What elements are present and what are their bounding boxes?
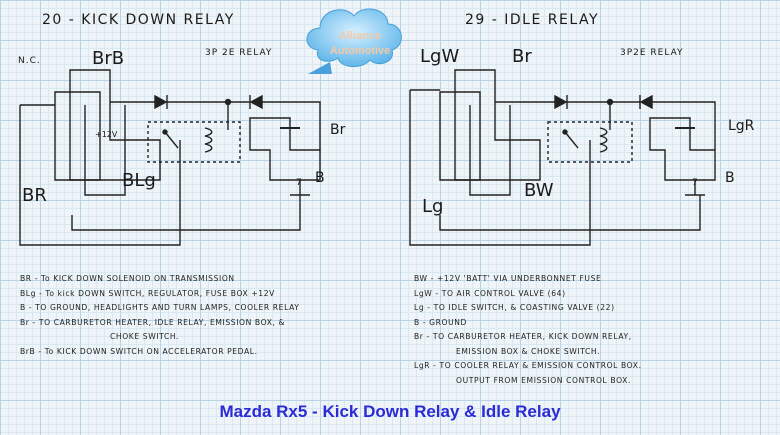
brb-wire-label: BrB bbox=[92, 48, 125, 69]
alliance-automotive-logo bbox=[306, 8, 402, 74]
br-wire-label-left: Br bbox=[330, 122, 346, 138]
note-b: B - TO GROUND, HEADLIGHTS AND TURN LAMPS… bbox=[20, 303, 300, 312]
kick-down-relay-diagram bbox=[19, 69, 321, 246]
diagram-caption: Mazda Rx5 - Kick Down Relay & Idle Relay bbox=[219, 402, 561, 421]
br-caps-wire-label: BR bbox=[22, 185, 47, 206]
ground-b-label-left: B bbox=[315, 170, 325, 186]
note-bw: BW - +12V 'BATT' VIA UNDERBONNET FUSE bbox=[414, 274, 602, 283]
blg-wire-label: BLg bbox=[122, 170, 156, 191]
nc-label: N.C. bbox=[18, 56, 41, 66]
br-wire-label-right: Br bbox=[512, 46, 532, 67]
idle-relay-type: 3P2E RELAY bbox=[620, 48, 684, 58]
idle-relay-diagram bbox=[409, 69, 716, 246]
kick-down-relay-title: 20 - KICK DOWN RELAY bbox=[42, 12, 235, 28]
note-br-right-cont: EMISSION BOX & CHOKE SWITCH. bbox=[456, 346, 601, 356]
plus-12v-label: +12V bbox=[95, 130, 118, 139]
note-br: BR - To KICK DOWN SOLENOID ON TRANSMISSI… bbox=[20, 274, 235, 283]
logo-line-1: Alliance bbox=[338, 30, 382, 42]
lgw-wire-label: LgW bbox=[420, 46, 460, 67]
note-br-right: Br - TO CARBURETOR HEATER, KICK DOWN REL… bbox=[414, 332, 632, 341]
note-blg: BLg - To kick DOWN SWITCH, REGULATOR, FU… bbox=[20, 288, 275, 298]
note-br-cont: CHOKE SWITCH. bbox=[110, 332, 180, 341]
note-lgr: LgR - TO COOLER RELAY & EMISSION CONTROL… bbox=[414, 361, 642, 370]
lg-wire-label: Lg bbox=[422, 196, 444, 217]
pin-7-label-right: 7 bbox=[692, 178, 699, 188]
bw-wire-label: BW bbox=[524, 180, 554, 201]
note-br-mixed: Br - TO CARBURETOR HEATER, IDLE RELAY, E… bbox=[20, 317, 286, 327]
pin-7-label-left: 7 bbox=[296, 178, 303, 188]
note-lgr-cont: OUTPUT FROM EMISSION CONTROL BOX. bbox=[456, 375, 631, 385]
kick-down-wire-notes: BR - To KICK DOWN SOLENOID ON TRANSMISSI… bbox=[20, 272, 300, 359]
note-b-right: B - GROUND bbox=[414, 317, 468, 327]
note-brb: BrB - To KICK DOWN SWITCH ON ACCELERATOR… bbox=[20, 346, 258, 356]
ground-b-label-right: B bbox=[725, 170, 735, 186]
kick-down-relay-type: 3P 2E RELAY bbox=[205, 48, 273, 58]
note-lgw: LgW - TO AIR CONTROL VALVE (64) bbox=[414, 288, 566, 298]
lgr-wire-label: LgR bbox=[728, 118, 755, 134]
note-lg: Lg - TO IDLE SWITCH, & COASTING VALVE (2… bbox=[414, 303, 615, 312]
idle-wire-notes: BW - +12V 'BATT' VIA UNDERBONNET FUSE Lg… bbox=[414, 272, 642, 388]
idle-relay-title: 29 - IDLE RELAY bbox=[465, 12, 600, 28]
logo-line-2: Automotive bbox=[329, 45, 391, 57]
